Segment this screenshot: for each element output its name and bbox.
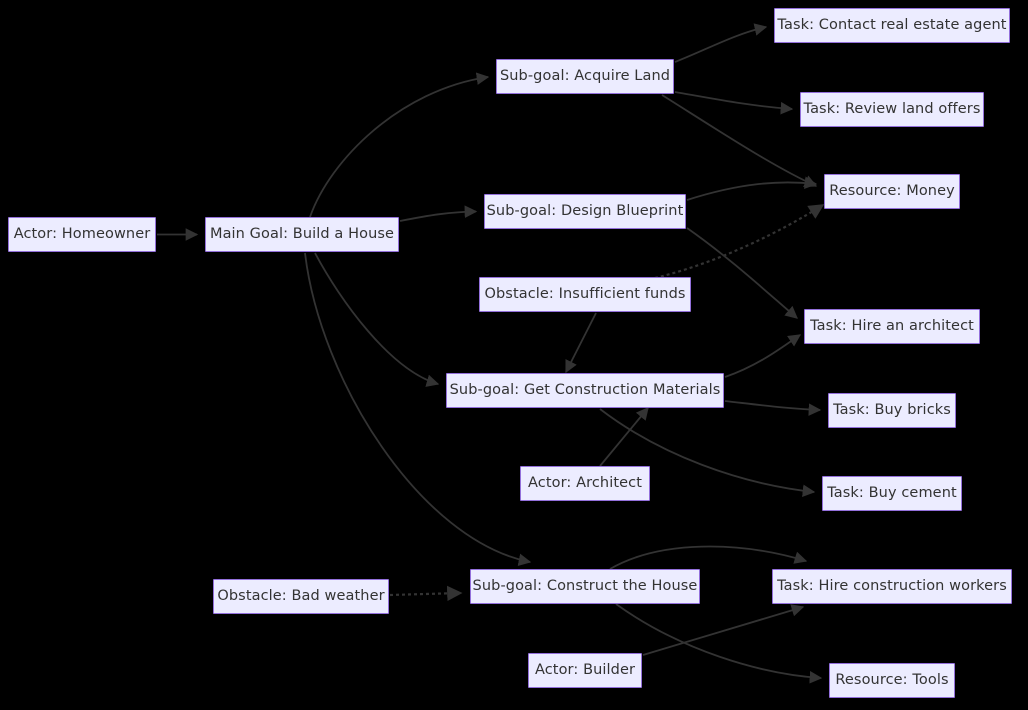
node-label-actor_homeowner: Actor: Homeowner	[13, 226, 151, 243]
node-actor_builder[interactable]: Actor: Builder	[528, 653, 642, 688]
node-main_goal[interactable]: Main Goal: Build a House	[205, 217, 399, 252]
edge-main_goal-to-sub_acquire_land	[309, 72, 490, 218]
node-task_buy_bricks[interactable]: Task: Buy bricks	[828, 393, 956, 428]
node-task_review_offers[interactable]: Task: Review land offers	[800, 92, 984, 127]
edge-actor_architect-to-sub_get_materials	[599, 407, 649, 467]
edge-sub_acquire_land-to-resource_money	[661, 94, 818, 188]
edge-sub_construct_house-to-resource_tools	[615, 603, 823, 684]
edge-sub_construct_house-to-task_hire_workers	[609, 545, 808, 570]
edge-obstacle_funds-to-sub_get_materials	[565, 312, 597, 374]
node-label-main_goal: Main Goal: Build a House	[209, 226, 395, 243]
node-label-task_contact_agent: Task: Contact real estate agent	[777, 17, 1007, 34]
node-label-actor_architect: Actor: Architect	[528, 475, 643, 492]
node-label-task_buy_cement: Task: Buy cement	[827, 485, 957, 502]
node-sub_construct_house[interactable]: Sub-goal: Construct the House	[470, 569, 700, 604]
edge-sub_acquire_land-to-task_review_offers	[674, 91, 794, 115]
edge-sub_acquire_land-to-task_contact_agent	[674, 23, 768, 63]
node-label-obstacle_weather: Obstacle: Bad weather	[217, 588, 385, 605]
node-label-obstacle_funds: Obstacle: Insufficient funds	[484, 286, 686, 303]
node-label-sub_acquire_land: Sub-goal: Acquire Land	[499, 68, 671, 85]
edge-sub_design_blueprint-to-resource_money	[686, 176, 818, 201]
node-actor_homeowner[interactable]: Actor: Homeowner	[8, 217, 156, 252]
node-obstacle_funds[interactable]: Obstacle: Insufficient funds	[479, 277, 691, 312]
node-resource_money[interactable]: Resource: Money	[824, 174, 960, 209]
edge-obstacle_weather-to-sub_construct_house	[389, 585, 463, 602]
edge-main_goal-to-sub_get_materials	[314, 252, 440, 387]
node-label-task_hire_workers: Task: Hire construction workers	[777, 578, 1007, 595]
node-obstacle_weather[interactable]: Obstacle: Bad weather	[213, 579, 389, 614]
node-label-resource_money: Resource: Money	[829, 183, 955, 200]
node-sub_get_materials[interactable]: Sub-goal: Get Construction Materials	[446, 373, 724, 408]
node-label-resource_tools: Resource: Tools	[835, 672, 949, 689]
node-label-sub_design_blueprint: Sub-goal: Design Blueprint	[486, 203, 684, 220]
edge-main_goal-to-sub_design_blueprint	[399, 205, 478, 222]
edge-actor_builder-to-task_hire_workers	[642, 604, 805, 656]
node-sub_design_blueprint[interactable]: Sub-goal: Design Blueprint	[484, 194, 686, 229]
node-label-sub_construct_house: Sub-goal: Construct the House	[472, 578, 698, 595]
edge-obstacle_funds-to-resource_money	[654, 204, 825, 280]
node-label-actor_builder: Actor: Builder	[534, 662, 636, 679]
edge-sub_get_materials-to-task_hire_architect	[724, 334, 802, 378]
node-resource_tools[interactable]: Resource: Tools	[829, 663, 955, 698]
node-label-task_hire_architect: Task: Hire an architect	[810, 318, 974, 335]
edge-sub_get_materials-to-task_buy_cement	[599, 408, 816, 498]
node-actor_architect[interactable]: Actor: Architect	[520, 466, 650, 501]
node-task_hire_architect[interactable]: Task: Hire an architect	[804, 309, 980, 344]
node-task_contact_agent[interactable]: Task: Contact real estate agent	[774, 8, 1010, 43]
edge-sub_get_materials-to-task_buy_bricks	[724, 400, 822, 416]
edge-main_goal-to-sub_construct_house	[304, 252, 532, 566]
node-sub_acquire_land[interactable]: Sub-goal: Acquire Land	[496, 59, 674, 94]
edge-sub_design_blueprint-to-task_hire_architect	[686, 227, 798, 319]
node-label-task_buy_bricks: Task: Buy bricks	[833, 402, 951, 419]
node-task_buy_cement[interactable]: Task: Buy cement	[822, 476, 962, 511]
node-task_hire_workers[interactable]: Task: Hire construction workers	[772, 569, 1012, 604]
node-label-task_review_offers: Task: Review land offers	[803, 101, 981, 118]
node-label-sub_get_materials: Sub-goal: Get Construction Materials	[449, 382, 721, 399]
